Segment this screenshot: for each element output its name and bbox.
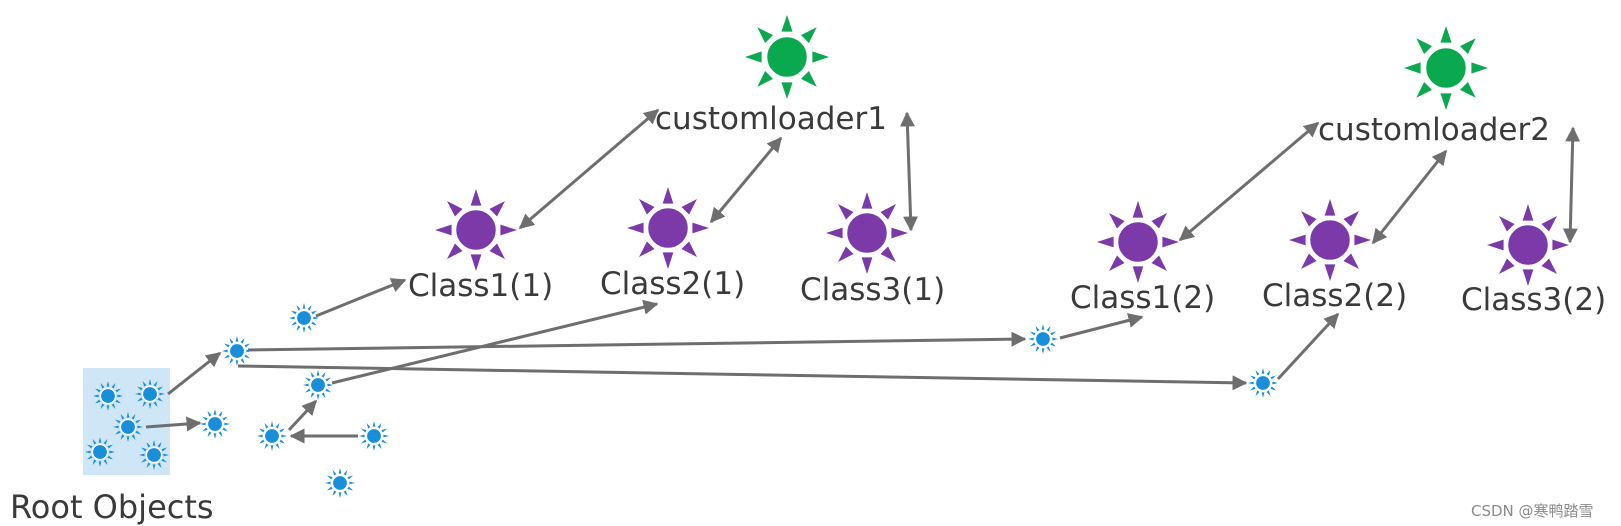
object-sun-icon-8 [200, 409, 230, 439]
object-sun-icon-14 [1248, 368, 1278, 398]
arrow-obj-to-class2-1 [331, 299, 659, 385]
loader-label-customloader2: customloader2 [1318, 112, 1550, 148]
class-sun-icon-class3-1 [826, 192, 908, 274]
object-sun-icon-7 [139, 440, 169, 470]
object-sun-icon-5 [113, 412, 143, 442]
class-sun-icon-class2-2 [1289, 199, 1371, 281]
object-sun-icon-12 [325, 468, 355, 498]
arrow-obj-to-class1-2 [1059, 313, 1144, 340]
arrow-obj-to-obj-far [237, 364, 1248, 391]
class-sun-icon-class3-2 [1487, 204, 1569, 286]
loader-sun-icon-customloader1 [745, 15, 829, 99]
arrow-loader1-class3-1 [899, 111, 919, 232]
arrow-obj-up [287, 399, 318, 432]
arrow-obj-to-class2-2 [1276, 312, 1340, 381]
class-label-class1-2: Class1(2) [1070, 280, 1215, 316]
loader-label-customloader1: customloader1 [655, 101, 887, 137]
class-sun-icon-class1-1 [435, 189, 517, 271]
object-sun-icon-9 [303, 370, 333, 400]
object-sun-icon-11 [359, 421, 389, 451]
arrow-loader1-class2-1 [709, 136, 783, 224]
icons [85, 15, 1569, 498]
arrow-loader1-class1-1 [518, 108, 660, 230]
object-sun-icon-3 [93, 381, 123, 411]
class-label-class1-1: Class1(1) [408, 268, 553, 304]
object-sun-icon-13 [1028, 324, 1058, 354]
arrow-loader2-class3-2 [1562, 126, 1581, 244]
class-label-class3-1: Class3(1) [800, 272, 945, 308]
arrow-obj-to-class1-1 [315, 278, 407, 318]
object-sun-icon-6 [85, 437, 115, 467]
watermark: CSDN @寒鸭踏雪 [1471, 502, 1594, 520]
object-sun-icon-1 [289, 303, 319, 333]
root-objects-label: Root Objects [10, 488, 214, 526]
arrow-loader2-class1-2 [1178, 121, 1320, 242]
arrow-loader2-class2-2 [1371, 149, 1448, 245]
arrow-obj-to-obj-right [247, 331, 1027, 352]
arrow-root-to-obj2 [145, 416, 202, 432]
object-sun-icon-10 [257, 421, 287, 451]
loader-sun-icon-customloader2 [1404, 26, 1488, 110]
class-label-class3-2: Class3(2) [1461, 282, 1606, 318]
object-sun-icon-4 [135, 379, 165, 409]
class-sun-icon-class2-1 [627, 187, 709, 269]
class-label-class2-1: Class2(1) [600, 266, 745, 302]
class-sun-icon-class1-2 [1097, 201, 1179, 283]
object-sun-icon-2 [222, 336, 252, 366]
arrow-root-to-obj [167, 351, 222, 396]
arrows [145, 108, 1581, 444]
class-label-class2-2: Class2(2) [1262, 278, 1407, 314]
